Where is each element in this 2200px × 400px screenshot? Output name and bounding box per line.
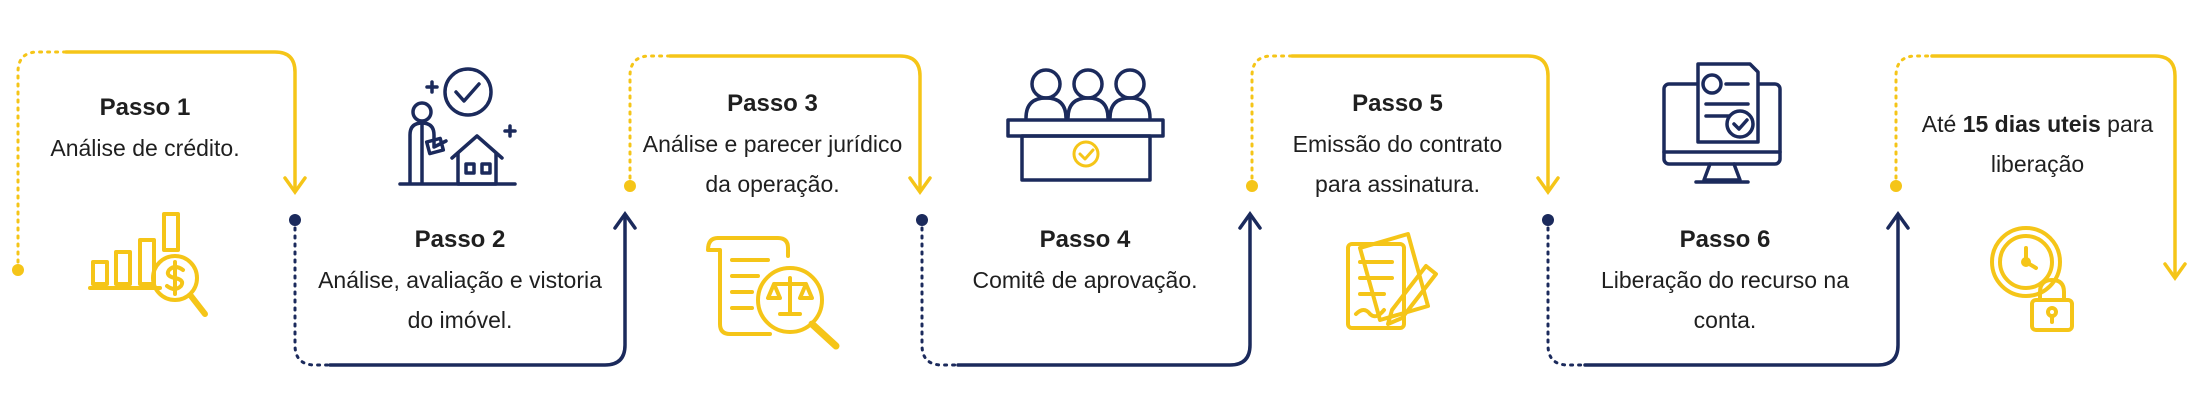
committee-table-seal-icon	[1006, 68, 1165, 182]
step-6-text: Passo 6 Liberação do recurso na conta.	[1560, 220, 1890, 340]
final-text-line-2: liberação	[1990, 151, 2085, 177]
step-1-description: Análise de crédito.	[50, 135, 240, 161]
final-text: Até 15 dias uteis para liberação	[1905, 104, 2170, 184]
step-2-title: Passo 2	[414, 226, 506, 253]
step-3-description-line-1: Análise e parecer jurídico	[642, 131, 903, 157]
final-suffix: para	[2100, 111, 2154, 137]
step-1-title: Passo 1	[99, 94, 191, 121]
step-2-text: Passo 2 Análise, avaliação e vistoria do…	[300, 220, 620, 340]
step-4-text: Passo 4 Comitê de aprovação.	[930, 220, 1240, 300]
step-6-title: Passo 6	[1679, 226, 1771, 253]
inspector-house-check-icon	[398, 67, 517, 186]
step-4-title: Passo 4	[1039, 226, 1131, 253]
connector-step-6	[1542, 210, 1910, 367]
step-1-text: Passo 1 Análise de crédito.	[20, 88, 270, 168]
step-5-description-line-2: para assinatura.	[1315, 171, 1480, 197]
connector-step-1	[12, 50, 307, 276]
connector-step-3	[624, 54, 932, 196]
step-5-text: Passo 5 Emissão do contrato para assinat…	[1255, 84, 1540, 204]
chart-magnifier-coin-icon	[88, 212, 208, 317]
step-3-description-line-2: da operação.	[705, 171, 840, 197]
final-prefix: Até	[1921, 111, 1963, 137]
step-5-title: Passo 5	[1352, 90, 1443, 117]
step-2-description-line-1: Análise, avaliação e vistoria	[318, 267, 602, 293]
connector-step-5	[1246, 54, 1560, 196]
document-scales-magnifier-icon	[706, 236, 840, 350]
step-3-title: Passo 3	[727, 90, 818, 117]
connector-step-4	[916, 210, 1262, 367]
final-text-line-1: Até 15 dias uteis para	[1905, 104, 2170, 144]
monitor-invoice-check-icon	[1662, 62, 1782, 184]
step-4-description: Comitê de aprovação.	[972, 267, 1198, 293]
clock-padlock-icon	[1990, 226, 2074, 332]
step-6-description-line-1: Liberação do recurso na	[1600, 267, 1850, 293]
connector-final	[1890, 54, 2187, 282]
connector-step-2	[289, 210, 637, 367]
final-days-highlight: 15 dias uteis	[1962, 111, 2101, 137]
step-6-description-line-2: conta.	[1693, 307, 1757, 333]
step-5-description-line-1: Emissão do contrato	[1292, 131, 1503, 157]
step-2-description-line-2: do imóvel.	[407, 307, 513, 333]
step-3-text: Passo 3 Análise e parecer jurídico da op…	[630, 84, 915, 204]
contract-pen-icon	[1346, 232, 1438, 330]
